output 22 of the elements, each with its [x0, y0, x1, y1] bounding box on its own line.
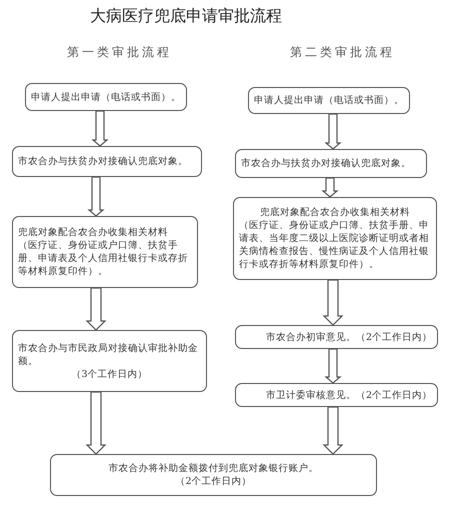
title: 大病医疗兜底申请审批流程: [90, 6, 282, 27]
process-box: 市农合办初审意见。（2个工作日内）: [235, 325, 438, 349]
block-arrow: [321, 177, 339, 198]
block-arrow: [324, 113, 342, 150]
process-box: 市农合办与扶贫办对接确认兜底对象。: [12, 146, 202, 177]
column-heading: 第二类审批流程: [290, 44, 395, 61]
process-box: 申请人提出申请（电话或书面）。: [25, 83, 187, 111]
block-arrow: [324, 348, 342, 384]
block-arrow: [86, 287, 106, 331]
block-arrow: [322, 279, 344, 326]
block-arrow: [322, 406, 344, 455]
process-box: 兜底对象配合农合办收集相关材料 （医疗证、身份证或户口簿、扶贫手册、申请表、当年度二级以上医院诊断证明或者相关病情检查报告、慢性病证及个人信用社银行卡或存折等材料原复印件）。: [233, 197, 437, 280]
process-box: 市卫计委审核意见。（2个工作日内）: [235, 383, 438, 407]
block-arrow: [87, 176, 105, 217]
block-arrow: [91, 110, 109, 147]
process-box: 申请人提出申请（电话或书面）。: [248, 87, 410, 114]
block-arrow: [86, 391, 106, 455]
process-box: 市农合办与市民政局对接确认审批补助金额。 （3个工作日内）: [12, 330, 207, 392]
process-box: 市农合办与扶贫办对接确认兜底对象。: [235, 149, 427, 178]
process-box: 兜底对象配合农合办收集相关材料 （医疗证、身份证或户口簿、扶贫手册、申请表及个人信用社银行卡或存折等材料原复印件）。: [12, 216, 198, 288]
process-box: 市农合办将补助金额拨付到兜底对象银行账户。 （2个工作日内）: [50, 454, 377, 496]
column-heading: 第一类审批流程: [67, 44, 172, 61]
